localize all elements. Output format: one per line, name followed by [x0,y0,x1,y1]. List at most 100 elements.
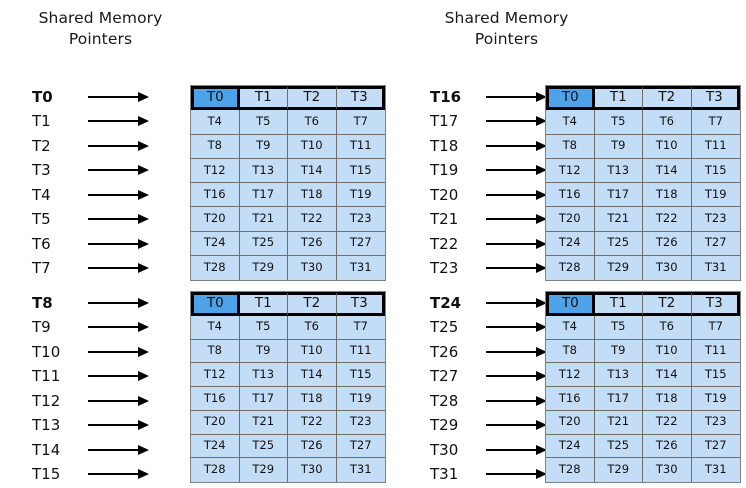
thread-cell: T22 [643,410,692,435]
thread-cell: T10 [643,134,692,159]
thread-cell: T8 [191,134,240,159]
pointer-row[interactable]: T16 [430,85,590,109]
pointer-row[interactable]: T6 [32,232,192,256]
pointer-row[interactable]: T0 [32,85,192,109]
pointer-row[interactable]: T10 [32,340,192,364]
thread-cell: T7 [336,110,385,135]
pointer-row[interactable]: T11 [32,364,192,388]
pointer-row[interactable]: T20 [430,183,590,207]
thread-cell: T12 [546,363,595,387]
thread-cell: T2 [288,292,337,316]
pointer-row[interactable]: T7 [32,256,192,280]
thread-cell: T21 [239,207,288,232]
pointer-label: T26 [430,343,459,361]
thread-cell: T6 [288,110,337,135]
thread-cell: T10 [288,339,337,364]
pointer-row[interactable]: T2 [32,134,192,158]
thread-cell: T28 [191,458,240,482]
thread-cell: T7 [691,315,740,340]
thread-cell: T13 [594,363,643,387]
arrow-icon [486,347,548,357]
arrow-icon [486,322,548,332]
pointer-label: T27 [430,367,459,385]
thread-cell: T24 [191,434,240,459]
thread-cell: T11 [336,339,385,364]
pointer-label: T14 [32,441,61,459]
pointer-row[interactable]: T26 [430,340,590,364]
thread-cell: T25 [239,231,288,256]
pointer-row[interactable]: T31 [430,462,590,486]
thread-cell: T6 [643,315,692,340]
pointer-row[interactable]: T21 [430,207,590,231]
arrow-icon [88,371,150,381]
thread-cell: T9 [239,339,288,364]
arrow-icon [88,116,150,126]
thread-cell: T20 [546,410,595,435]
pointer-row[interactable]: T12 [32,389,192,413]
pointer-row[interactable]: T27 [430,364,590,388]
thread-cell: T1 [239,86,288,111]
arrow-icon [486,92,548,102]
pointer-row[interactable]: T22 [430,232,590,256]
pointer-row[interactable]: T9 [32,315,192,339]
thread-cell: T19 [691,183,740,208]
pointer-row[interactable]: T13 [32,413,192,437]
pointer-row[interactable]: T29 [430,413,590,437]
pointer-row[interactable]: T3 [32,158,192,182]
pointer-row[interactable]: T4 [32,183,192,207]
thread-cell: T12 [546,158,595,183]
thread-cell: T28 [191,255,240,280]
thread-cell: T15 [336,158,385,183]
thread-cell: T3 [336,86,385,111]
pointer-row[interactable]: T25 [430,315,590,339]
thread-cell: T20 [191,410,240,435]
thread-cell: T30 [643,255,692,280]
pointer-label: T1 [32,112,51,130]
pointer-row[interactable]: T28 [430,389,590,413]
thread-cell: T1 [594,86,643,111]
arrow-icon [88,239,150,249]
panel-left-title: Shared Memory Pointers [38,9,163,48]
pointer-row[interactable]: T8 [32,291,192,315]
arrow-icon [88,396,150,406]
thread-cell: T5 [239,315,288,340]
pointer-label: T8 [32,294,53,312]
pointer-row[interactable]: T19 [430,158,590,182]
thread-cell: T23 [336,410,385,435]
arrow-icon [486,469,548,479]
pointer-row[interactable]: T30 [430,438,590,462]
thread-cell: T3 [691,292,740,316]
pointer-label: T7 [32,259,51,277]
pointer-row[interactable]: T17 [430,109,590,133]
pointer-row[interactable]: T1 [32,109,192,133]
thread-cell: T0 [546,86,595,111]
thread-cell: T27 [691,434,740,459]
pointer-row[interactable]: T15 [32,462,192,486]
pointer-row[interactable]: T5 [32,207,192,231]
pointer-row[interactable]: T23 [430,256,590,280]
arrow-icon [486,371,548,381]
thread-cell: T15 [336,363,385,387]
pointer-label: T4 [32,186,51,204]
pointer-label: T19 [430,161,459,179]
arrow-icon [486,190,548,200]
thread-cell: T24 [191,231,240,256]
pointer-label: T5 [32,210,51,228]
pointer-row[interactable]: T24 [430,291,590,315]
thread-cell: T4 [546,315,595,340]
thread-cell: T23 [691,410,740,435]
arrow-icon [486,116,548,126]
thread-cell: T16 [546,387,595,411]
thread-cell: T7 [336,315,385,340]
thread-cell: T22 [643,207,692,232]
thread-cell: T6 [643,110,692,135]
arrow-icon [486,298,548,308]
pointer-row[interactable]: T14 [32,438,192,462]
arrow-icon [88,263,150,273]
thread-cell: T29 [239,255,288,280]
pointer-row[interactable]: T18 [430,134,590,158]
arrow-icon [88,445,150,455]
pointer-label: T20 [430,186,459,204]
